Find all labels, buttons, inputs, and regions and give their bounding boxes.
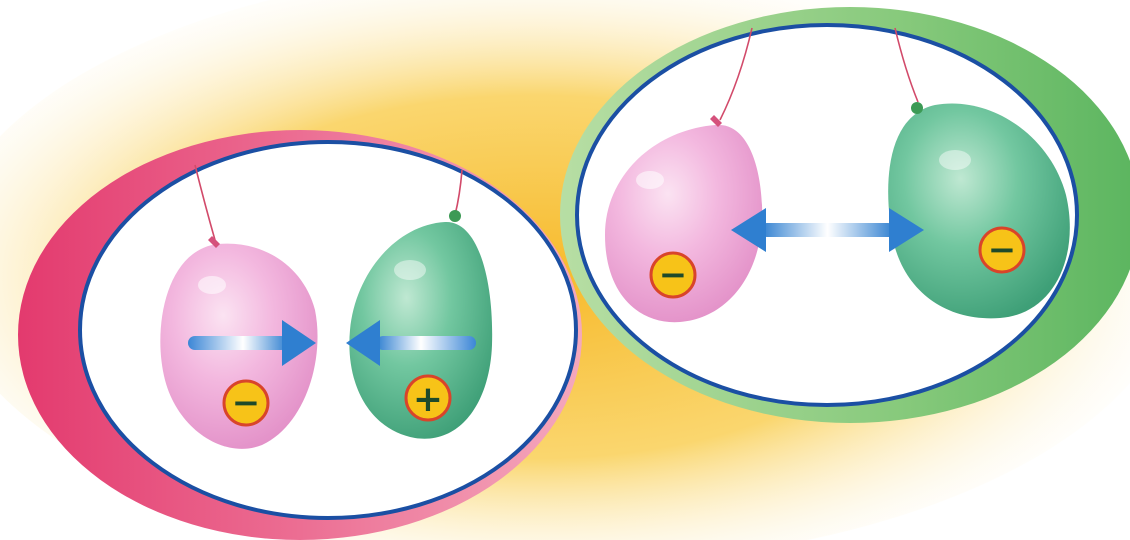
positive-charge-badge: + — [406, 376, 450, 420]
negative-charge-badge: − — [980, 228, 1024, 272]
negative-charge-badge: − — [224, 381, 268, 425]
balloon-knot — [449, 210, 461, 222]
charge-sign: − — [659, 255, 688, 295]
balloon-knot — [911, 102, 923, 114]
repulsion-scene: − − — [560, 7, 1130, 423]
negative-charge-badge: − — [651, 253, 695, 297]
charge-sign: − — [232, 383, 261, 423]
attraction-frame — [80, 142, 576, 518]
charge-sign: + — [413, 379, 443, 420]
charge-sign: − — [988, 230, 1017, 270]
attraction-scene: − + — [18, 130, 582, 540]
